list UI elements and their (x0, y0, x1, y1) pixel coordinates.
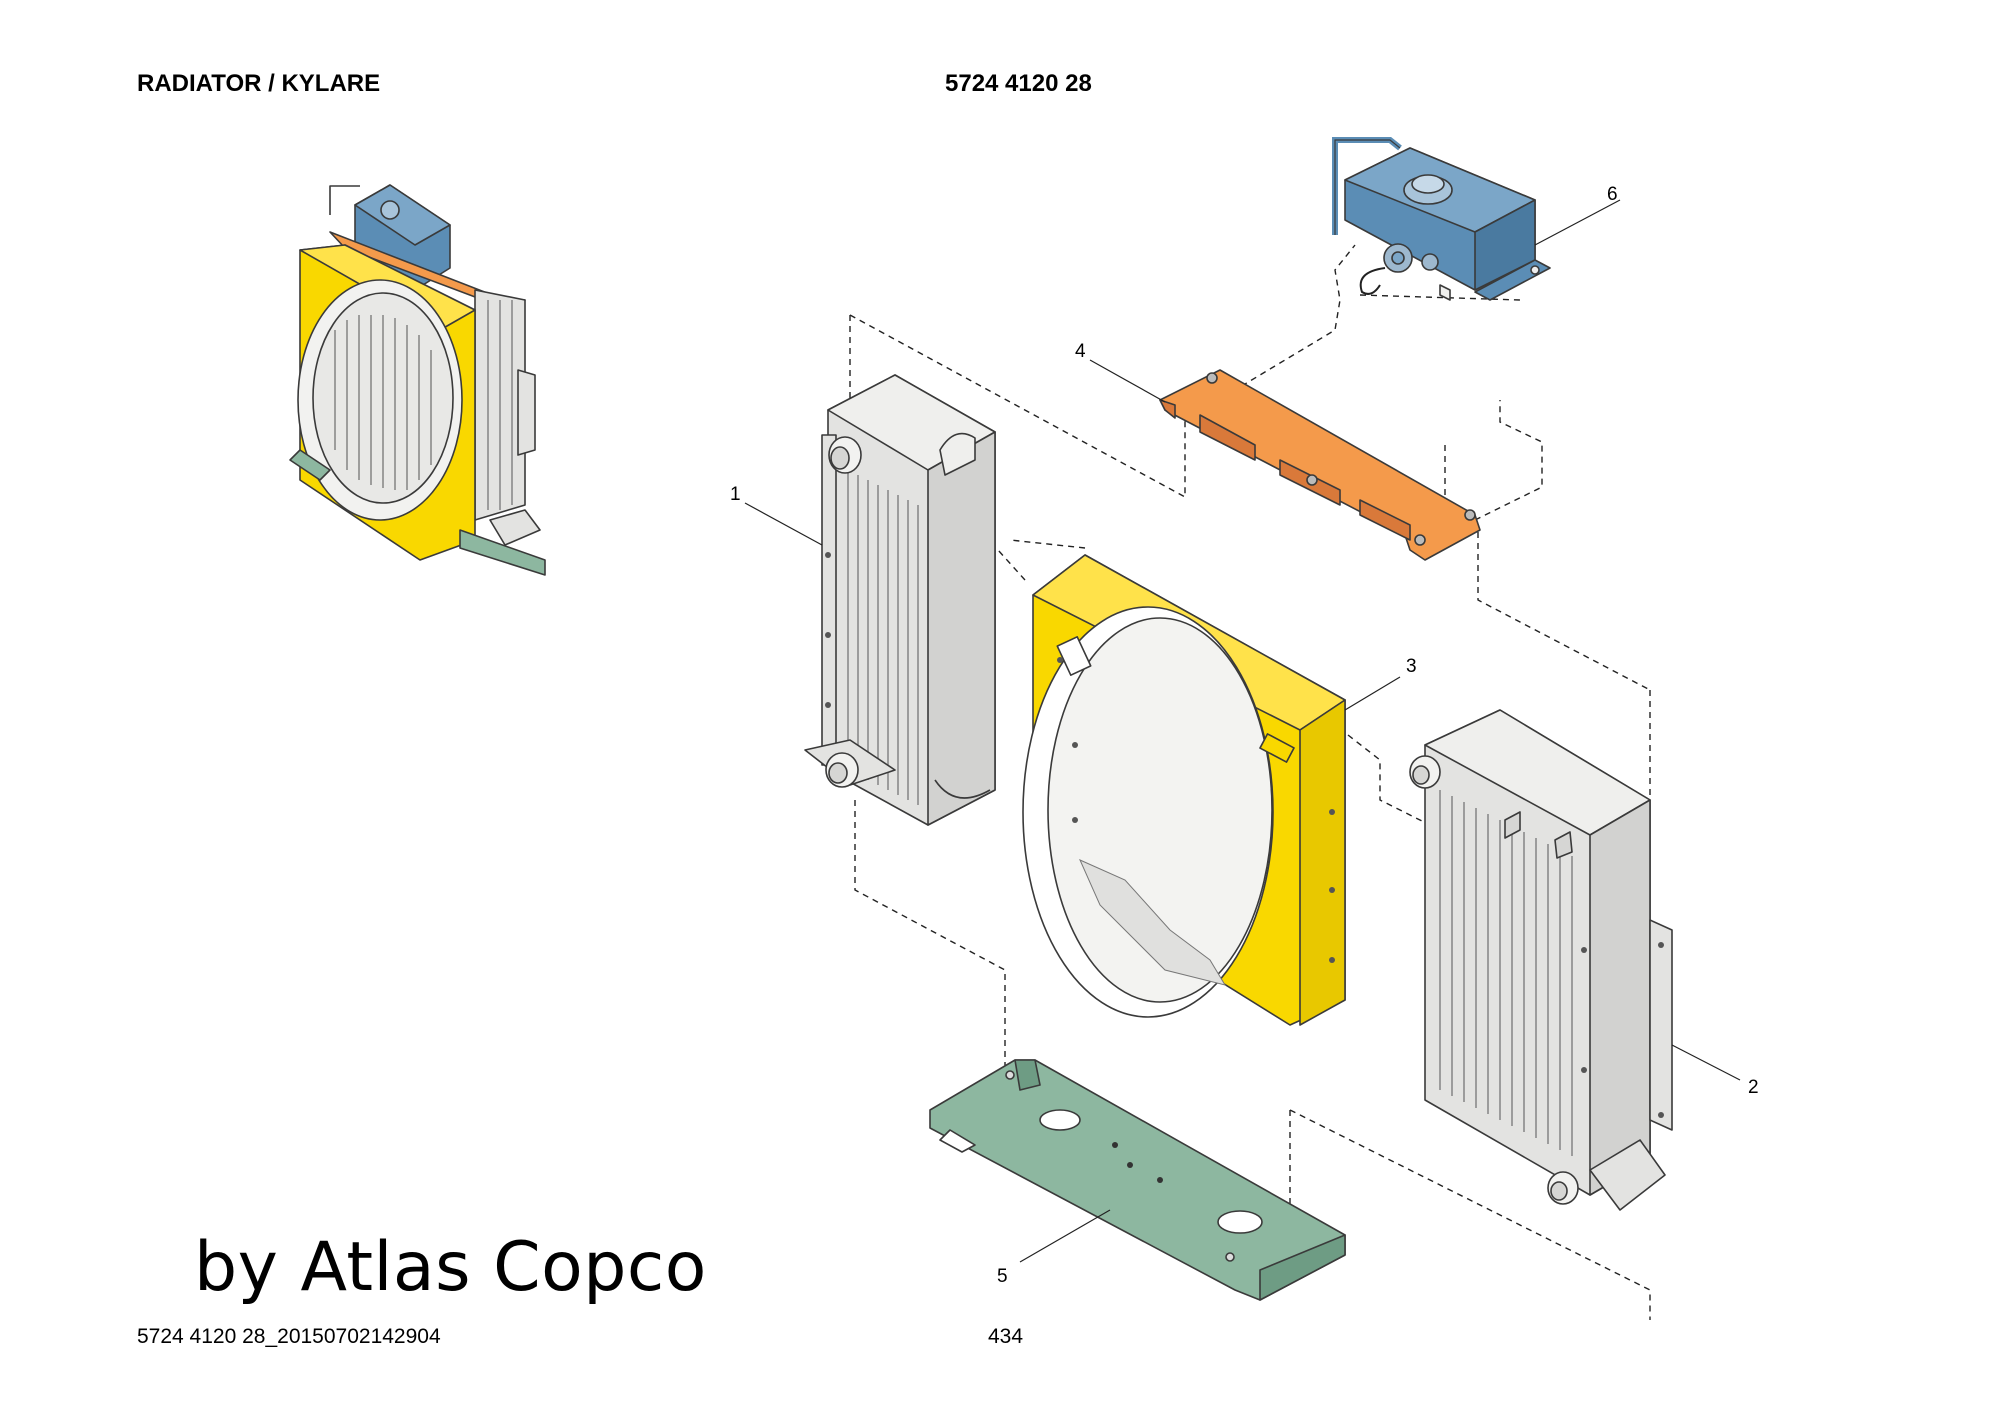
callout-2: 2 (1748, 1077, 1759, 1098)
callout-3: 3 (1406, 656, 1417, 677)
part-5-base-bracket (929, 1059, 1346, 1301)
callout-leaders (744, 199, 1741, 1263)
part-number: 5724 4120 28 (945, 70, 1092, 97)
assembled-radiator-view (289, 184, 546, 576)
assembly-guide-lines (849, 244, 1651, 1320)
callout-1: 1 (730, 484, 741, 505)
callout-5: 5 (997, 1266, 1008, 1287)
callout-6: 6 (1607, 184, 1618, 205)
part-4-cover-plate (1159, 369, 1481, 561)
footer-document-id: 5724 4120 28_20150702142904 (137, 1325, 441, 1348)
part-1-radiator-left (804, 374, 996, 826)
page-number: 434 (988, 1325, 1024, 1348)
part-6-expansion-tank (1332, 137, 1551, 301)
callout-4: 4 (1075, 341, 1086, 362)
part-2-radiator-right (1409, 709, 1673, 1211)
watermark-text: by Atlas Copco (194, 1228, 707, 1307)
part-3-fan-shroud (1022, 554, 1346, 1026)
page-title: RADIATOR / KYLARE (137, 70, 381, 97)
